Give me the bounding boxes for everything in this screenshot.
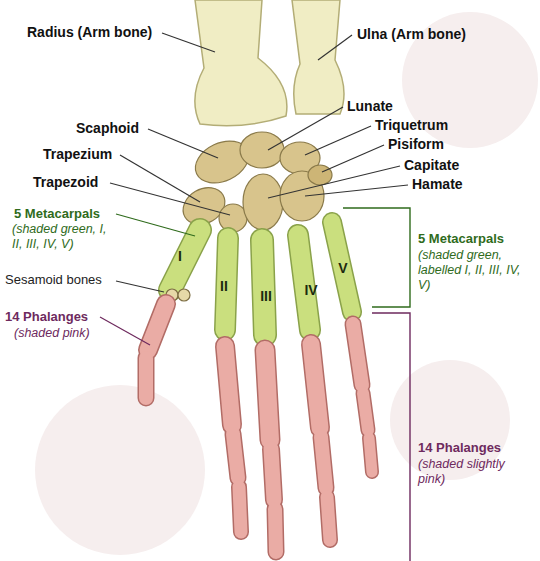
- phalanx-outline: [327, 497, 330, 540]
- phalanx-bone: [369, 438, 372, 472]
- bone-label: Radius (Arm bone): [27, 24, 152, 41]
- bone-label: Hamate: [412, 176, 463, 193]
- metacarpal-outline: [170, 230, 200, 290]
- metacarpal-bone: [170, 230, 200, 290]
- phalanx-bracket: [372, 313, 410, 561]
- bone-label: Trapezoid: [33, 174, 98, 191]
- phalanx-outline: [239, 487, 241, 532]
- rose-shape: [35, 385, 205, 555]
- leader-line: [148, 129, 218, 158]
- bone-label: Trapezium: [43, 146, 112, 163]
- phalanx-bone: [233, 434, 238, 478]
- phalanx-outline: [225, 346, 232, 425]
- phalanx-bone: [353, 324, 362, 385]
- group-heading: 5 Metacarpals: [14, 206, 100, 222]
- leader-line: [116, 281, 164, 292]
- phalanx-bone: [265, 350, 270, 440]
- bone-label: Capitate: [404, 157, 459, 174]
- bone-label: Pisiform: [388, 136, 444, 153]
- trapezoid-bone: [219, 204, 247, 232]
- callout-number: IV: [304, 282, 317, 299]
- group-note: (shaded pink): [14, 326, 124, 341]
- phalanx-bone: [239, 487, 241, 532]
- metacarpal-outline: [262, 240, 265, 335]
- leader-line: [318, 35, 352, 60]
- leader-line: [305, 126, 371, 155]
- sesamoid-bone: [178, 289, 190, 301]
- rose-watermark: [35, 12, 538, 555]
- leader-line: [110, 183, 230, 215]
- phalanx-outline: [321, 437, 326, 488]
- metacarpal-bone: [262, 240, 265, 335]
- leader-line: [322, 145, 384, 172]
- metacarpal-bone: [332, 222, 352, 312]
- leader-line: [116, 214, 195, 236]
- metacarpal-bracket: [343, 208, 410, 307]
- bone-label: Sesamoid bones: [5, 272, 102, 288]
- phalanx-outline: [265, 350, 270, 440]
- phalanx-bone: [271, 449, 274, 500]
- metacarpal-outline: [332, 222, 352, 312]
- phalanx-bone: [148, 304, 166, 350]
- capitate-bone: [243, 174, 283, 230]
- callout-number: II: [220, 278, 228, 295]
- phalanx-bone: [363, 393, 368, 430]
- leader-line: [162, 33, 215, 52]
- phalanx-bone: [327, 497, 330, 540]
- group-note: (shaded slightly pink): [418, 457, 508, 487]
- leader-line: [120, 155, 200, 202]
- leader-line: [100, 317, 150, 345]
- callout-number: III: [260, 288, 272, 305]
- phalanx-outline: [353, 324, 362, 385]
- lunate-bone: [240, 132, 284, 168]
- phalanx-outline: [363, 393, 368, 430]
- phalanx-bone: [311, 344, 320, 428]
- group-heading: 5 Metacarpals: [418, 231, 504, 247]
- group-heading: 14 Phalanges: [418, 440, 501, 456]
- bone-label: Ulna (Arm bone): [357, 26, 466, 43]
- callout-number: V: [338, 260, 347, 277]
- ulna-bone: [292, 0, 344, 114]
- radius-bone: [195, 0, 287, 126]
- phalanx-outline: [369, 438, 372, 472]
- phalanx-outline: [271, 449, 274, 500]
- phalanx-bone: [275, 509, 276, 552]
- phalanx-bone: [225, 346, 232, 425]
- phalanx-outline: [275, 509, 276, 552]
- phalanx-outline: [138, 358, 155, 398]
- phalanx-bone: [139, 358, 153, 398]
- phalanx-bone: [321, 437, 326, 488]
- phalanx-outline: [148, 304, 166, 350]
- group-note: (shaded green, I, II, III, IV, V): [12, 222, 114, 252]
- phalanx-outline: [233, 434, 238, 478]
- leader-line: [305, 185, 408, 196]
- group-heading: 14 Phalanges: [5, 309, 88, 325]
- bone-label: Scaphoid: [76, 120, 139, 137]
- bone-label: Lunate: [347, 98, 393, 115]
- phalanx-outline: [311, 344, 320, 428]
- callout-number: I: [178, 248, 182, 265]
- group-note: (shaded green, labelled I, II, III, IV, …: [418, 248, 532, 293]
- bone-label: Triquetrum: [375, 117, 448, 134]
- pisiform-bone: [308, 165, 332, 185]
